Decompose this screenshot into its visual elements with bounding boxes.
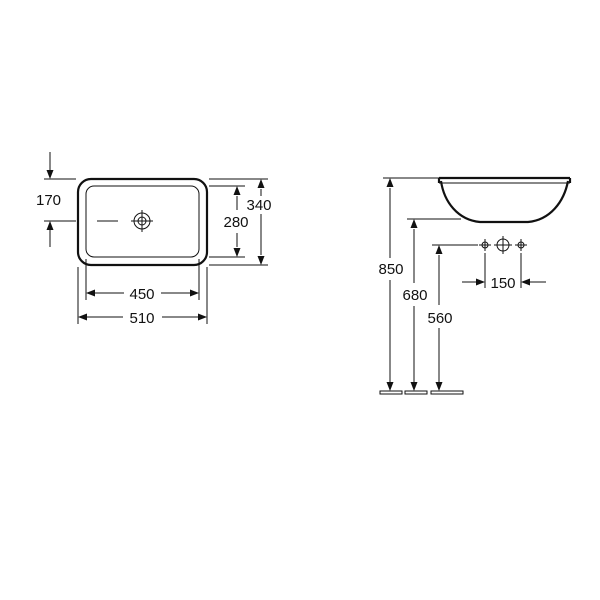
dim-height-outer: 340	[209, 178, 272, 266]
dim-tap-spacing-label: 150	[490, 275, 515, 292]
dim-height-tap: 560	[427, 245, 453, 391]
dim-height-outer-label: 340	[246, 197, 271, 214]
dim-height-inner: 280	[209, 185, 249, 258]
dim-height-rim: 850	[378, 178, 404, 391]
dim-drain-offset: 170	[36, 152, 76, 247]
dim-tap-spacing: 150	[462, 253, 546, 292]
dim-height-rim-label: 850	[378, 261, 403, 278]
dim-height-tap-label: 560	[427, 310, 452, 327]
dim-height-outlet-label: 680	[402, 287, 427, 304]
tap-assembly	[479, 236, 527, 254]
dim-height-inner-label: 280	[223, 214, 248, 231]
side-view: 850 680 560	[378, 176, 572, 395]
dim-width-outer: 510	[77, 267, 208, 327]
dim-drain-offset-label: 170	[36, 192, 61, 209]
basin-inner-outline	[85, 185, 200, 258]
floor-line	[379, 390, 464, 395]
basin-outer-outline	[76, 177, 209, 267]
dim-width-inner: 450	[85, 259, 200, 303]
basin-bowl	[437, 176, 572, 224]
plan-view: 170 280 340	[36, 152, 272, 327]
dim-width-inner-label: 450	[129, 286, 154, 303]
dim-width-outer-label: 510	[129, 310, 154, 327]
dim-height-outlet: 680	[402, 219, 428, 391]
